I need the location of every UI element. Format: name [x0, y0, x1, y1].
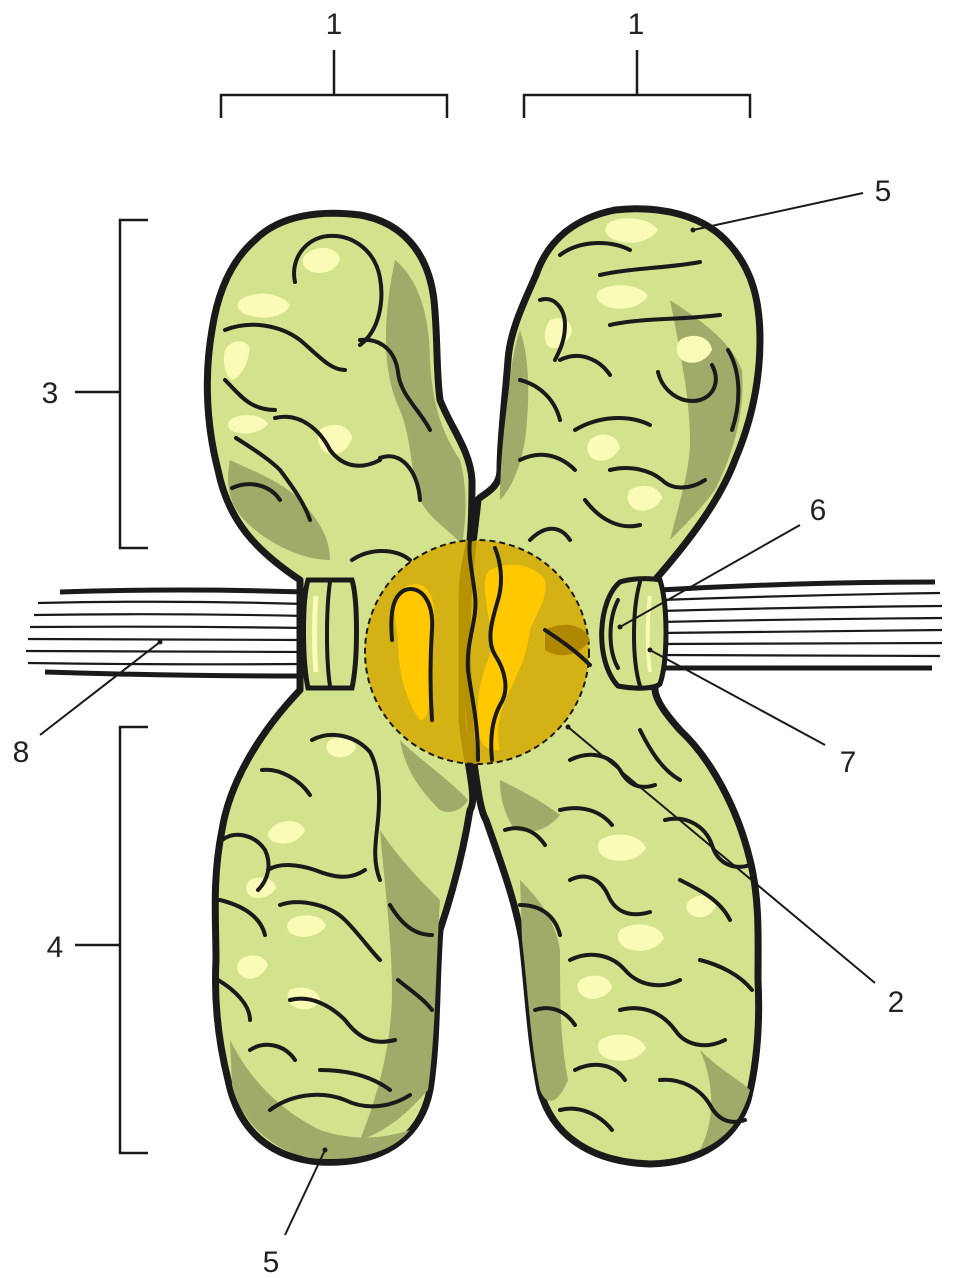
- label-centromere: 2: [888, 986, 905, 1019]
- label-kinetochore-outer: 6: [810, 494, 827, 527]
- label-telomere-bottom: 5: [263, 1246, 280, 1278]
- bracket-long-arm: [75, 727, 148, 1153]
- leader-telomere-top: [693, 193, 863, 230]
- bracket-short-arm: [75, 220, 148, 548]
- kinetochore-left: [304, 580, 357, 688]
- kinetochore-right: [602, 579, 666, 688]
- leader-spindle-fibers: [40, 642, 160, 735]
- label-spindle-fibers: 8: [13, 736, 30, 769]
- label-telomere-top: 5: [875, 175, 892, 208]
- label-kinetochore-inner: 7: [840, 746, 857, 779]
- label-chromatid-right: 1: [628, 8, 645, 41]
- centromere: [365, 540, 590, 764]
- bracket-chromatid-right: [524, 50, 750, 118]
- bracket-chromatid-left: [221, 50, 447, 118]
- spindle-fibers-left: [26, 590, 305, 676]
- label-short-arm: 3: [42, 377, 59, 410]
- label-chromatid-left: 1: [326, 8, 343, 41]
- spindle-fibers-right: [660, 582, 942, 668]
- label-long-arm: 4: [47, 931, 64, 964]
